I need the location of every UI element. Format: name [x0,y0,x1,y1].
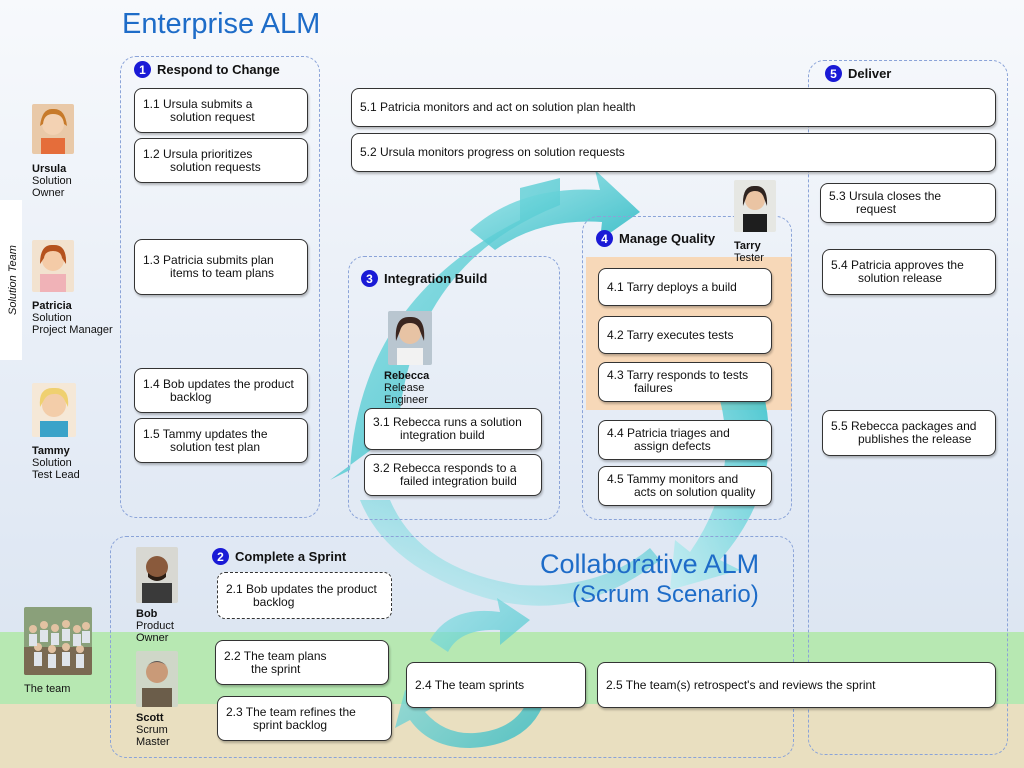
step-number-3: 3 [361,270,378,287]
cycle-arrow-top [470,170,640,250]
step-4-1-box[interactable]: 4.1 Tarry deploys a build [598,268,772,306]
cycle-arrow-bottom [360,500,660,606]
step-1-1-box[interactable]: 1.1 Ursula submits a solution request [134,88,308,133]
step-1-3-box[interactable]: 1.3 Patricia submits plan items to team … [134,239,308,295]
scott-avatar [136,651,178,707]
team-photo [24,607,92,675]
step-5-2-box[interactable]: 5.2 Ursula monitors progress on solution… [351,133,996,172]
step-number-1: 1 [134,61,151,78]
integration-title: 3 Integration Build [361,270,487,287]
step-2-1-box[interactable]: 2.1 Bob updates the product backlog [217,572,392,619]
step-1-2-box[interactable]: 1.2 Ursula prioritizes solution requests [134,138,308,183]
step-1-5-box[interactable]: 1.5 Tammy updates the solution test plan [134,418,308,463]
respond-title: 1 Respond to Change [134,61,280,78]
step-4-2-box[interactable]: 4.2 Tarry executes tests [598,316,772,354]
step-3-2-box[interactable]: 3.2 Rebecca responds to a failed integra… [364,454,542,496]
patricia-avatar [32,240,74,292]
step-5-3-box[interactable]: 5.3 Ursula closes the request [820,183,996,223]
sprint-title: 2 Complete a Sprint [212,548,346,565]
collaborative-subtitle: (Scrum Scenario) [572,581,759,608]
side-label-bg [0,200,22,360]
step-3-1-box[interactable]: 3.1 Rebecca runs a solution integration … [364,408,542,450]
step-2-3-box[interactable]: 2.3 The team refines the sprint backlog [217,696,392,741]
deliver-title: 5 Deliver [825,65,891,82]
solution-team-label: Solution Team [7,245,19,315]
sprint-cycle-arrow [395,598,545,748]
step-5-4-box[interactable]: 5.4 Patricia approves the solution relea… [822,249,996,295]
ursula-avatar [32,104,74,154]
quality-region [582,216,792,520]
step-4-5-box[interactable]: 4.5 Tammy monitors and acts on solution … [598,466,772,506]
quality-title: 4 Manage Quality [596,230,715,247]
step-2-2-box[interactable]: 2.2 The team plans the sprint [215,640,389,685]
deliver-region [808,60,1008,755]
integration-region [348,256,560,520]
step-number-5: 5 [825,65,842,82]
step-4-4-box[interactable]: 4.4 Patricia triages and assign defects [598,420,772,460]
team-label: The team [24,683,71,695]
sprint-region [110,536,794,758]
enterprise-title: Enterprise ALM [122,8,321,40]
cycle-arrow-left [330,178,560,480]
step-1-4-box[interactable]: 1.4 Bob updates the product backlog [134,368,308,413]
step-2-4-box[interactable]: 2.4 The team sprints [406,662,586,708]
step-4-3-box[interactable]: 4.3 Tarry responds to tests failures [598,362,772,402]
step-5-5-box[interactable]: 5.5 Rebecca packages and publishes the r… [822,410,996,456]
bob-avatar [136,547,178,603]
respond-region [120,56,320,518]
collaborative-title: Collaborative ALM [540,549,760,579]
step-2-5-box[interactable]: 2.5 The team(s) retrospect's and reviews… [597,662,996,708]
tammy-avatar [32,383,76,437]
tarry-avatar [734,180,776,232]
rebecca-avatar [388,311,432,365]
step-number-4: 4 [596,230,613,247]
step-5-1-box[interactable]: 5.1 Patricia monitors and act on solutio… [351,88,996,127]
step-number-2: 2 [212,548,229,565]
